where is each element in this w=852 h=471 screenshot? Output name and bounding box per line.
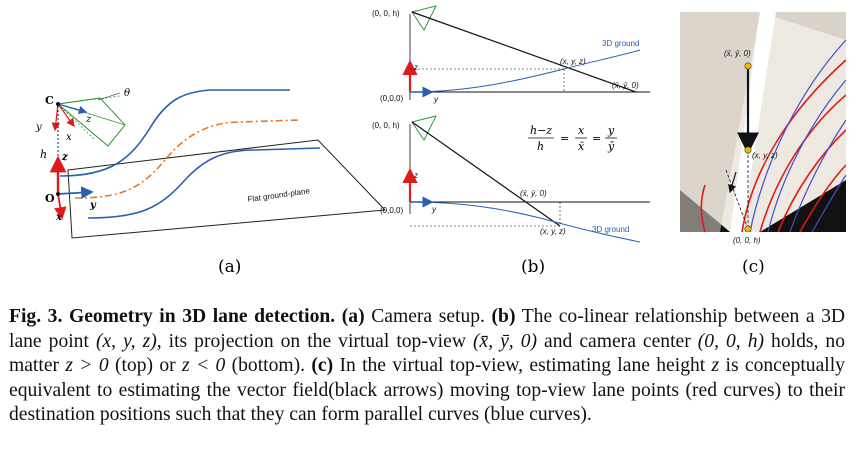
caption-c-tag: (c) — [311, 355, 334, 377]
eq-l-num: h−z — [530, 124, 552, 137]
eq-sign-2: = — [592, 132, 601, 145]
lane-curve-right — [87, 147, 321, 219]
eq-m-den: x̄ — [578, 140, 585, 153]
h-label: h — [40, 148, 47, 161]
figure-3: Flat ground-plane C O θ y x z h z x y — [35, 5, 846, 277]
panel-c-label: (c) — [742, 257, 765, 277]
caption-title: Geometry in 3D lane detection. — [68, 306, 336, 327]
ground-plane — [67, 139, 387, 239]
origin-top-label: (0,0,0) — [380, 94, 403, 103]
caption-b-camera: (0, 0, h) — [697, 330, 765, 352]
ground-plane-label: Flat ground-plane — [247, 186, 311, 204]
eq-sign-1: = — [560, 132, 569, 145]
p-top-label: (x, y, z) — [560, 57, 586, 66]
camera-center-label: C — [45, 94, 54, 107]
caption-b-projection: (x̄, ȳ, 0) — [472, 330, 538, 352]
caption-b-text-2: , its projection on the virtual top-view — [156, 330, 473, 352]
y-top-label: y — [433, 95, 439, 104]
caption-b-cond-top: z > 0 — [65, 355, 109, 377]
eq-l-den: h — [537, 140, 544, 153]
ground-top-label: 3D ground — [602, 39, 639, 48]
colinearity-equation: h−z h = x x̄ = y ȳ — [528, 124, 617, 153]
pbar-bottom-label: (x̄, ȳ, 0) — [520, 189, 547, 198]
z-bottom-label: z — [413, 171, 418, 180]
lane-curve-center — [74, 119, 301, 199]
caption-b-cond-bottom: z < 0 — [182, 355, 226, 377]
ground-bottom-label: 3D ground — [592, 225, 629, 234]
camera-icon-bottom — [411, 115, 437, 141]
caption-c-text-1: In the virtual top-view, estimating lane… — [333, 355, 712, 377]
caption-b-point: (x, y, z) — [95, 330, 157, 352]
eq-r-den: ȳ — [607, 140, 615, 153]
pbar-c-label: (x̄, ȳ, 0) — [724, 49, 751, 58]
cam-bottom-label: (0, 0, h) — [372, 121, 400, 130]
cam-c-label: (0, 0, h) — [733, 236, 761, 245]
panel-a-label: (a) — [218, 257, 241, 277]
pbar-top-label: (x̄, ȳ, 0) — [612, 81, 639, 90]
z-top-label: z — [413, 63, 418, 72]
cam-top-label: (0, 0, h) — [372, 9, 400, 18]
origin-bottom-label: (0,0,0) — [380, 206, 403, 215]
p-c-label: (x, y, z) — [752, 151, 778, 160]
caption-b-tag: (b) — [491, 306, 516, 327]
caption-b-text-6: (bottom). — [225, 355, 306, 377]
eq-r-num: y — [607, 124, 615, 137]
caption-b-text-3: and camera center — [537, 330, 698, 352]
caption-c-z: z — [711, 355, 720, 377]
fig-number: Fig. 3. — [9, 306, 63, 327]
panel-b-label: (b) — [521, 257, 545, 277]
x-axis-label: x — [55, 212, 63, 223]
theta-label: θ — [124, 88, 130, 99]
panel-b-top: (0, 0, h) (0,0,0) z y 3D ground (x, y, z… — [372, 5, 650, 104]
origin-label: O — [45, 192, 55, 205]
xc-label: x — [66, 132, 72, 143]
lane-curve-left — [59, 89, 290, 177]
panel-b-bottom: (0, 0, h) (0,0,0) z y 3D ground (x, y, z… — [372, 115, 650, 277]
caption-b-text-4: holds, no matter — [9, 330, 846, 377]
caption-c-text-2: is conceptually equivalent to estimating… — [9, 355, 845, 426]
p-bottom-label: (x, y, z) — [540, 227, 566, 236]
figure-caption: Fig. 3. Geometry in 3D lane detection. (… — [9, 305, 845, 428]
caption-a-text: Camera setup. — [371, 306, 485, 327]
panel-c: (x̄, ȳ, 0) (x, y, z) (0, 0, h) (c) — [680, 12, 846, 277]
z-axis-label: z — [61, 152, 68, 163]
y-axis-label: y — [89, 200, 97, 211]
yc-label: y — [35, 122, 42, 133]
eq-m-num: x — [578, 124, 585, 137]
caption-a-tag: (a) — [341, 306, 365, 327]
zc-label: z — [85, 114, 92, 125]
panel-a: Flat ground-plane C O θ y x z h z x y — [35, 88, 387, 277]
caption-b-text-1: The co-linear relationship between a 3D … — [9, 306, 846, 352]
camera-icon-top — [411, 5, 437, 31]
y-bottom-label: y — [431, 205, 437, 214]
caption-b-text-5: (top) or — [108, 355, 182, 377]
